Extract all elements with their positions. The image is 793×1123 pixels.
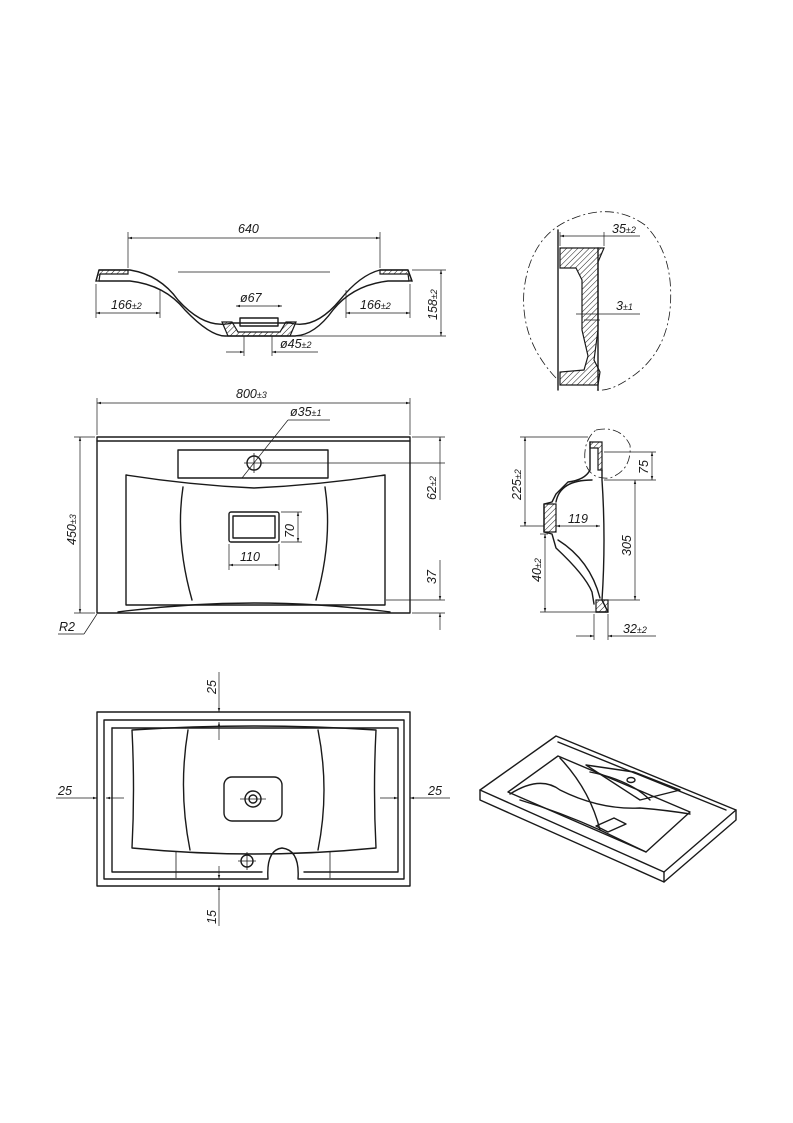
dim-drain-diameter: ø67 [240, 291, 263, 305]
plan-view: ø35±1 800±3 450±3 62±2 70 110 37 [58, 387, 445, 635]
dim-side-rim-tol: ±2 [637, 625, 647, 635]
dim-plan-depth: 450 [65, 524, 79, 545]
dim-side-drain-tol: ±2 [533, 558, 543, 568]
dim-outlet-diameter: ø45 [280, 337, 302, 351]
dim-tap-offset-tol: ±2 [428, 476, 438, 486]
isometric-view [479, 735, 737, 883]
dim-rim-thickness-tol: ±2 [626, 225, 636, 235]
dim-rim-gap: 3 [616, 299, 623, 313]
dim-side-bowl: 305 [620, 535, 634, 556]
svg-text:450±3: 450±3 [65, 514, 79, 545]
dim-side-height-tol: ±2 [513, 469, 523, 479]
dim-side-drain-height: 40 [530, 568, 544, 582]
svg-text:ø35±1: ø35±1 [290, 405, 322, 419]
dim-front-edge: 37 [425, 569, 439, 584]
dim-underside-top: 25 [205, 680, 219, 695]
dim-tap-hole: ø35 [290, 405, 312, 419]
dim-corner-radius: R2 [59, 620, 75, 634]
dim-plan-depth-tol: ±3 [68, 514, 78, 524]
dim-underside-bottom: 15 [205, 910, 219, 924]
dim-rim-thickness: 35 [612, 222, 626, 236]
svg-text:3±1: 3±1 [616, 299, 633, 313]
dim-side-depth: 119 [568, 512, 588, 526]
svg-text:800±3: 800±3 [236, 387, 267, 401]
dim-tap-offset: 62 [425, 486, 439, 500]
dim-front-height: 158 [426, 299, 440, 320]
dim-underside-right: 25 [427, 784, 442, 798]
underside-view: 25 25 25 15 [56, 672, 450, 926]
dim-ledge-left: 166 [111, 298, 132, 312]
dim-ledge-right-tol: ±2 [381, 301, 391, 311]
svg-text:35±2: 35±2 [612, 222, 636, 236]
dim-rim-gap-tol: ±1 [623, 302, 633, 312]
dim-front-height-tol: ±2 [429, 289, 439, 299]
svg-text:62±2: 62±2 [425, 476, 439, 500]
dim-ledge-right: 166 [360, 298, 381, 312]
svg-text:166±2: 166±2 [360, 298, 391, 312]
svg-text:158±2: 158±2 [426, 289, 440, 320]
dim-front-width: 640 [238, 222, 259, 236]
side-section-view: 225±2 75 119 305 40±2 32±2 [510, 428, 656, 640]
svg-text:40±2: 40±2 [530, 558, 544, 582]
dim-drain-width: 110 [240, 550, 260, 564]
svg-text:225±2: 225±2 [510, 469, 524, 501]
dim-ledge-left-tol: ±2 [132, 301, 142, 311]
svg-text:166±2: 166±2 [111, 298, 142, 312]
svg-text:ø45±2: ø45±2 [280, 337, 312, 351]
front-section-view: 640 166±2 166±2 ø67 ø45±2 158±2 [95, 222, 446, 356]
dim-underside-left: 25 [57, 784, 72, 798]
dim-plan-width-tol: ±3 [257, 390, 267, 400]
dim-drain-height: 70 [283, 524, 297, 538]
dim-side-rim: 32 [623, 622, 637, 636]
rim-detail-view: 35±2 3±1 [523, 211, 672, 391]
svg-text:32±2: 32±2 [623, 622, 647, 636]
dim-plan-width: 800 [236, 387, 257, 401]
dim-side-height: 225 [510, 479, 524, 501]
dim-side-top: 75 [637, 460, 651, 474]
dim-outlet-tol: ±2 [302, 340, 312, 350]
dim-tap-hole-tol: ±1 [312, 408, 322, 418]
